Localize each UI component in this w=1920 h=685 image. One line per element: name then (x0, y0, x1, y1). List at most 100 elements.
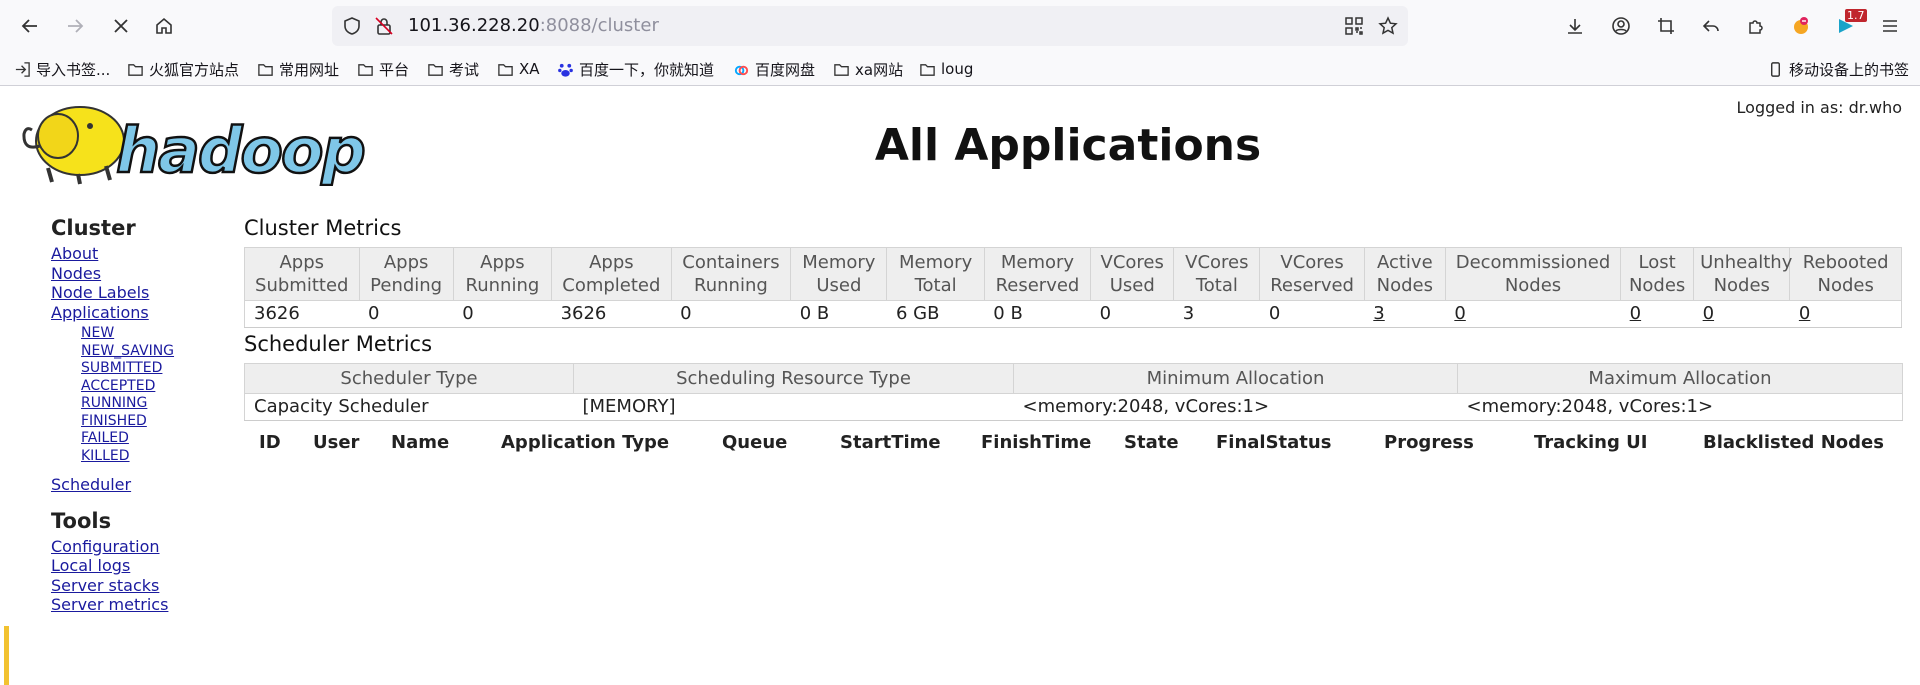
column-header-line: Unhealthy (1700, 252, 1793, 273)
bookmark-item-4[interactable]: 考试 (427, 58, 479, 80)
nav-link-state-killed[interactable]: KILLED (81, 447, 130, 464)
link-decommissioned-nodes[interactable]: 0 (1454, 303, 1466, 324)
apps-column-tracking-ui[interactable]: Tracking UI (1534, 432, 1648, 453)
bookmark-item-6[interactable]: 百度一下，你就知道 (557, 58, 714, 80)
link-lost-nodes[interactable]: 0 (1629, 303, 1642, 324)
stop-loading-button[interactable] (106, 11, 136, 41)
column-header-line: Memory (899, 252, 973, 273)
apps-column-user[interactable]: User (313, 432, 360, 453)
bookmark-item-1[interactable]: 火狐官方站点 (127, 58, 239, 80)
apps-column-progress[interactable]: Progress (1384, 432, 1474, 453)
cell-memory-used: 0 B (790, 300, 887, 328)
link-rebooted-nodes[interactable]: 0 (1798, 303, 1811, 324)
url-text[interactable]: 101.36.228.20:8088/cluster (408, 16, 659, 36)
column-header-line: Submitted (255, 275, 349, 296)
nav-link-server-metrics[interactable]: Server metrics (51, 595, 169, 614)
shield-icon[interactable] (342, 16, 362, 36)
column-header-line: Pending (370, 275, 443, 296)
column-header-line: Total (914, 275, 957, 296)
extension-fox-button[interactable] (1786, 11, 1816, 41)
hadoop-logo[interactable]: hadoop (18, 96, 396, 186)
column-header-line: Lost (1638, 252, 1676, 273)
logged-in-status: Logged in as: dr.who (1736, 98, 1902, 117)
undo-icon (1702, 20, 1719, 32)
apps-column-blacklisted-nodes[interactable]: Blacklisted Nodes (1703, 432, 1884, 453)
link-active-nodes[interactable]: 3 (1373, 303, 1385, 324)
bookmark-item-2[interactable]: 常用网址 (257, 58, 339, 80)
bookmark-star-icon[interactable] (1378, 16, 1398, 36)
cell-vcores-total: 3 (1173, 300, 1260, 328)
apps-column-id[interactable]: ID (259, 432, 281, 453)
downloads-button[interactable] (1560, 11, 1590, 41)
apps-column-state[interactable]: State (1124, 432, 1179, 453)
nav-link-server-stacks[interactable]: Server stacks (51, 575, 160, 595)
baidu-pan-icon (734, 65, 749, 75)
back-button[interactable] (15, 11, 45, 41)
apps-column-name[interactable]: Name (391, 432, 450, 453)
link-unhealthy-nodes[interactable]: 0 (1702, 303, 1715, 324)
folder-icon (834, 63, 849, 76)
nav-spacer (51, 465, 241, 475)
account-button[interactable] (1606, 11, 1636, 41)
nav-link-applications[interactable]: Applications (51, 302, 149, 322)
scheduler-metrics-value-row: Capacity Scheduler[MEMORY]<memory:2048, … (244, 393, 1903, 421)
nav-link-nodes[interactable]: Nodes (51, 263, 102, 283)
forward-button[interactable] (60, 11, 90, 41)
nav-link-state-failed[interactable]: FAILED (81, 430, 129, 446)
screenshot-button[interactable] (1651, 11, 1681, 41)
apps-column-application-type[interactable]: Application Type (501, 432, 670, 453)
apps-column-finalstatus[interactable]: FinalStatus (1216, 432, 1332, 453)
cell-scheduling-resource-type: [MEMORY] (573, 393, 1014, 421)
insecure-lock-icon[interactable] (374, 16, 394, 36)
cell-vcores-used: 0 (1090, 300, 1174, 328)
menu-button[interactable] (1875, 11, 1905, 41)
nav-link-node-labels[interactable]: Node Labels (51, 283, 150, 302)
undo-button[interactable] (1696, 11, 1726, 41)
bookmark-item-5[interactable]: XA (497, 58, 540, 80)
extension-badge-button[interactable]: 1.7 (1831, 9, 1867, 41)
address-bar[interactable]: 101.36.228.20:8088/cluster (332, 6, 1408, 46)
bookmark-item-9[interactable]: loug (919, 58, 973, 80)
left-nav: Cluster About Nodes Node Labels Applicat… (51, 214, 241, 615)
nav-heading-tools: Tools (51, 508, 112, 533)
column-header-line: Containers (682, 252, 780, 273)
nav-link-local-logs[interactable]: Local logs (51, 556, 131, 575)
cell-minimum-allocation: <memory:2048, vCores:1> (1013, 393, 1458, 421)
nav-link-scheduler[interactable]: Scheduler (51, 475, 132, 494)
nav-link-state-finished[interactable]: FINISHED (81, 412, 147, 429)
bookmark-item-8[interactable]: xa网站 (833, 58, 903, 80)
home-button[interactable] (149, 11, 179, 41)
folder-icon (358, 63, 373, 76)
mobile-bookmarks[interactable]: 移动设备上的书签 (1767, 58, 1909, 80)
nav-link-state-submitted[interactable]: SUBMITTED (81, 360, 163, 376)
bookmark-item-0[interactable]: 导入书签... (14, 58, 110, 80)
apps-column-finishtime[interactable]: FinishTime (981, 432, 1092, 453)
column-header-scheduling-resource-type: Scheduling Resource Type (573, 363, 1014, 394)
elephant-icon (22, 106, 125, 185)
cell-memory-reserved: 0 B (984, 300, 1091, 328)
nav-link-about[interactable]: About (51, 244, 99, 263)
qr-code-icon[interactable] (1344, 16, 1364, 36)
nav-link-state-new-saving[interactable]: NEW_SAVING (81, 342, 175, 359)
apps-column-starttime[interactable]: StartTime (840, 432, 941, 453)
extensions-button[interactable] (1741, 11, 1771, 41)
nav-link-state-accepted[interactable]: ACCEPTED (81, 377, 156, 394)
apps-column-queue[interactable]: Queue (722, 432, 788, 453)
play-extension-icon (1839, 19, 1853, 33)
nav-link-state-new[interactable]: NEW (81, 325, 115, 341)
column-header-line: Running (694, 275, 768, 296)
nav-spacer (51, 495, 241, 507)
mobile-device-icon (1771, 61, 1780, 77)
column-header-line: VCores (1100, 252, 1164, 273)
nav-link-state-running[interactable]: RUNNING (81, 395, 148, 411)
nav-link-configuration[interactable]: Configuration (51, 536, 160, 556)
bookmark-item-3[interactable]: 平台 (357, 58, 409, 80)
bookmark-item-7[interactable]: 百度网盘 (733, 58, 815, 80)
